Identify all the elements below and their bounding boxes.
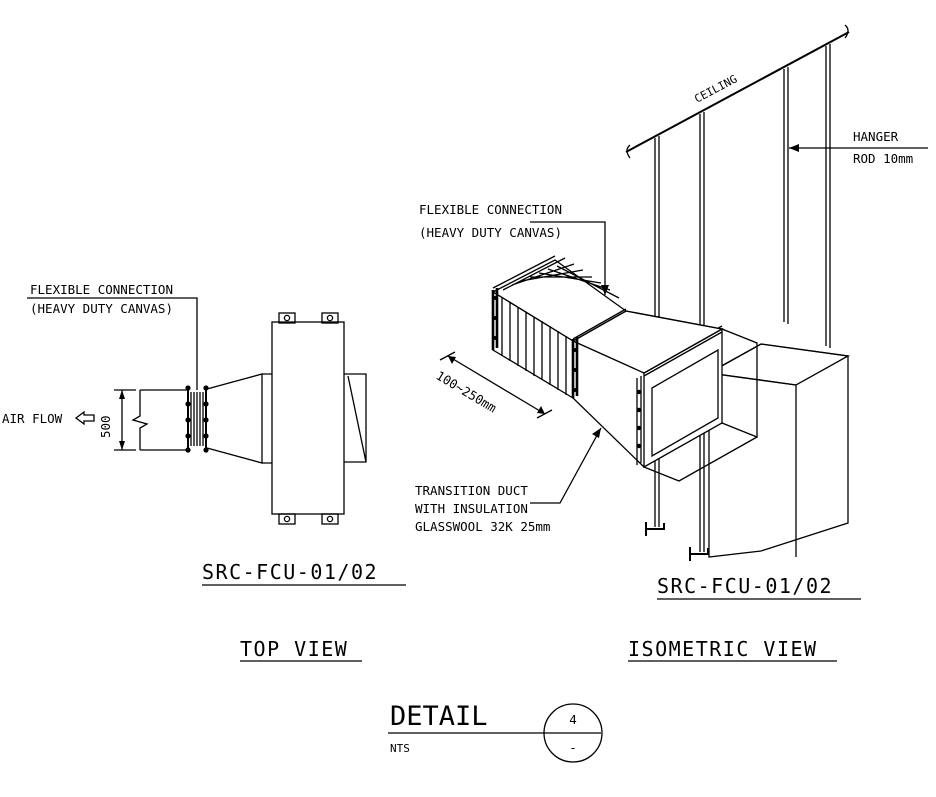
detail-sheet: - [569,740,577,755]
isometric-view: CEILING HANGER ROD 10mm [415,24,928,662]
top-hanger-brackets [278,312,339,525]
top-flex-leader [27,297,198,390]
iso-transition-leader [530,427,602,504]
iso-support-clips [645,522,709,561]
top-flex-label-1: FLEXIBLE CONNECTION [30,282,173,297]
top-flexible-connection [185,385,209,453]
iso-hanger-rods [654,44,831,552]
air-flow-label: AIR FLOW [2,411,63,426]
top-dimension-label: 500 [98,415,113,438]
iso-length-label: 100~250mm [433,368,499,416]
hanger-label-1: HANGER [853,129,899,144]
top-transition [206,373,263,464]
iso-flex-label-1: FLEXIBLE CONNECTION [419,202,562,217]
iso-flex-leader [530,221,606,295]
top-view-tag: SRC-FCU-01/02 [202,560,378,584]
detail-scale: NTS [390,742,410,755]
iso-flexible-connection [491,255,628,400]
iso-flex-label-2: (HEAVY DUTY CANVAS) [419,225,562,240]
top-fcu-body [271,321,345,515]
iso-view-tag: SRC-FCU-01/02 [657,574,833,598]
top-duct-stub [131,389,187,451]
top-dimension-500: 500 [98,389,136,451]
detail-title: DETAIL [390,701,488,732]
iso-transition-label-1: TRANSITION DUCT [415,483,528,498]
detail-bubble [543,703,603,763]
top-flex-label-2: (HEAVY DUTY CANVAS) [30,301,173,316]
iso-fcu-box [706,343,851,558]
detail-number: 4 [569,712,577,727]
hanger-label-2: ROD 10mm [853,151,913,166]
iso-transition-label-2: WITH INSULATION [415,501,528,516]
air-flow-arrow-icon [74,410,95,426]
ceiling-label: CEILING [692,72,739,105]
top-view: FLEXIBLE CONNECTION (HEAVY DUTY CANVAS) [2,282,406,662]
top-fcu-return [344,373,367,463]
top-view-title: TOP VIEW [240,637,348,661]
iso-transition-label-3: GLASSWOOL 32K 25mm [415,519,550,534]
iso-view-title: ISOMETRIC VIEW [628,637,818,661]
detail-callout: DETAIL NTS 4 - [388,701,603,763]
